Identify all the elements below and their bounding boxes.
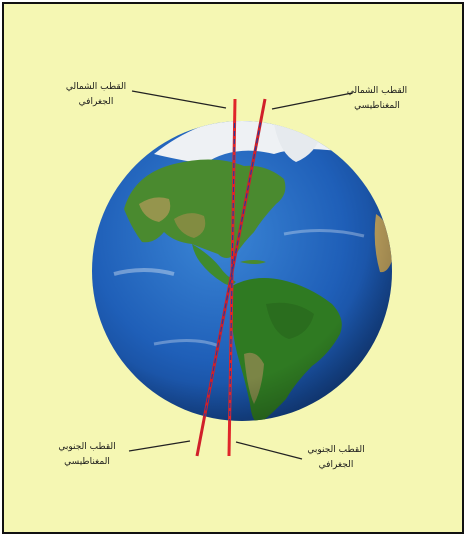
label-geographic-south-line1: القطب الجنوبي xyxy=(307,445,365,455)
leader-geographic-north xyxy=(131,90,227,109)
globe-icon xyxy=(92,121,392,421)
leader-geographic-south xyxy=(235,441,303,460)
leader-magnetic-south xyxy=(128,440,191,452)
label-magnetic-north-line2: المغناطيسي xyxy=(354,101,400,111)
diagram-frame: القطب الشمالي الجغرافي القطب الشمالي الم… xyxy=(2,2,464,534)
label-magnetic-north: القطب الشمالي المغناطيسي xyxy=(340,84,414,114)
label-magnetic-south: القطب الجنوبي المغناطيسي xyxy=(50,440,124,470)
label-geographic-north-line1: القطب الشمالي xyxy=(65,82,127,92)
earth-poles-diagram xyxy=(92,90,392,460)
magnetic-axis-dashed xyxy=(196,121,266,421)
label-magnetic-south-line1: القطب الجنوبي xyxy=(58,442,116,452)
label-magnetic-north-line1: القطب الشمالي xyxy=(346,86,408,96)
label-geographic-south-line2: الجغرافي xyxy=(318,460,354,470)
geographic-axis-dashed xyxy=(228,121,236,421)
label-magnetic-south-line2: المغناطيسي xyxy=(64,457,110,467)
label-geographic-south: القطب الجنوبي الجغرافي xyxy=(299,443,373,473)
label-geographic-north: القطب الشمالي الجغرافي xyxy=(59,80,133,110)
label-geographic-north-line2: الجغرافي xyxy=(78,97,114,107)
leader-magnetic-north xyxy=(271,92,353,110)
